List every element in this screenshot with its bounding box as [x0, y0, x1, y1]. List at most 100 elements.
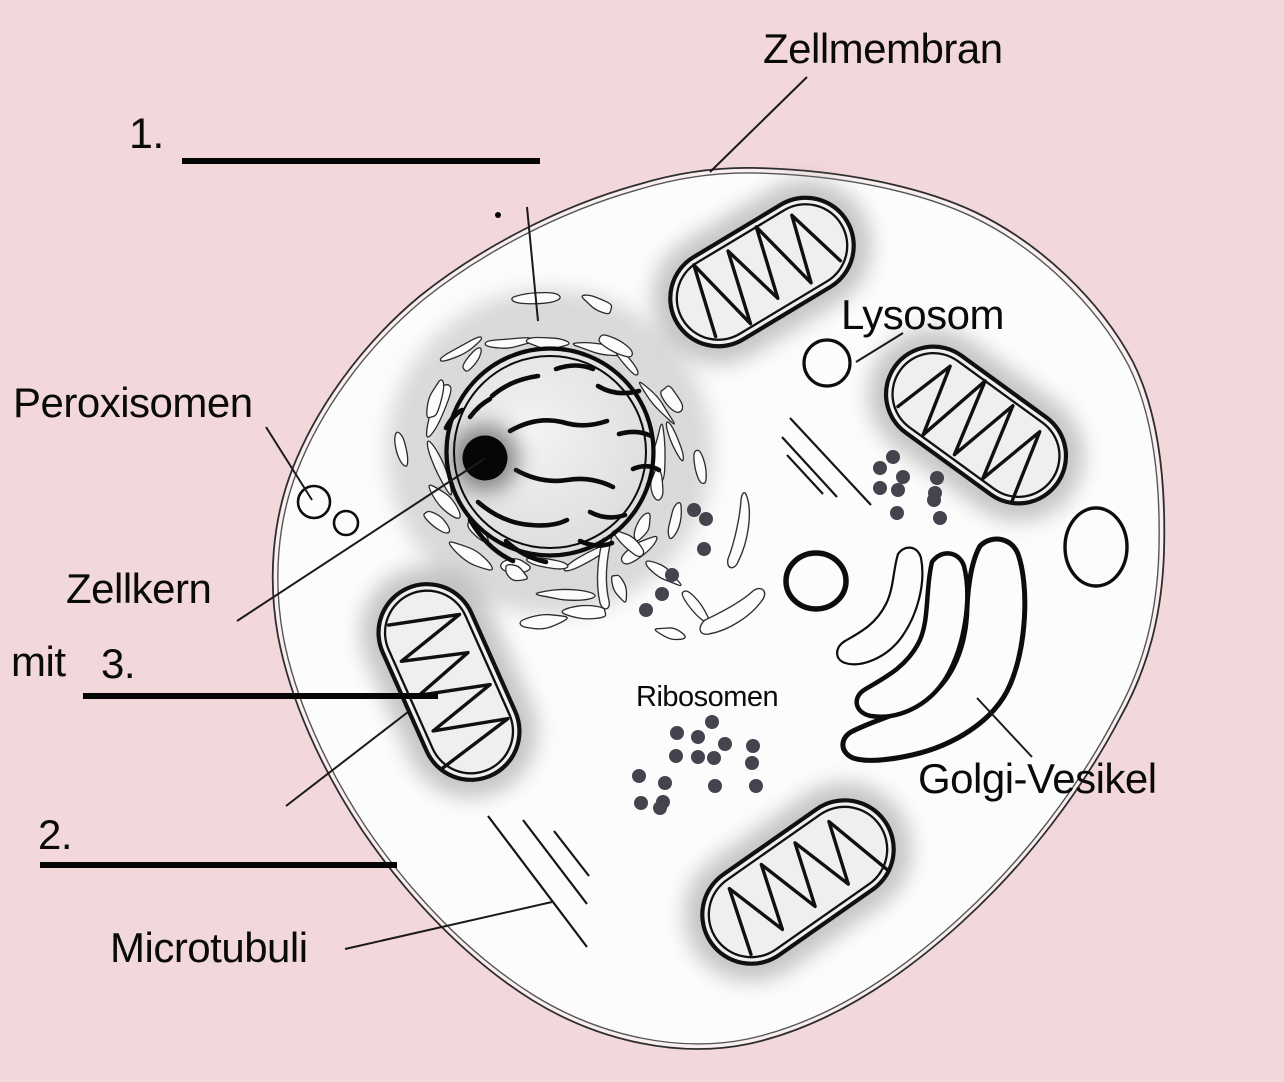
- er-cisterna: [505, 563, 528, 582]
- peroxisomen-leader: [265, 426, 313, 501]
- label-blank-1: 1.: [129, 110, 164, 158]
- er-cisterna: [448, 541, 493, 571]
- label-microtubuli: Microtubuli: [110, 924, 308, 971]
- chromatin-strand: [467, 396, 493, 420]
- ribosome-dot: [873, 481, 887, 495]
- er-cisterna: [535, 588, 596, 601]
- er-cisterna: [665, 421, 684, 462]
- microtubuli-leader: [344, 901, 553, 950]
- ribosome-dot: [687, 503, 701, 517]
- mitochondrion-outer-membrane: [700, 798, 896, 966]
- label-mit: mit: [11, 638, 66, 685]
- vesicle-circle: [1063, 506, 1129, 588]
- mitochondrion-outer-membrane: [376, 582, 522, 782]
- chromatin-strand: [513, 467, 616, 490]
- ribosome-dot: [718, 737, 732, 751]
- label-ribosomen: Ribosomen: [636, 681, 779, 713]
- lysosom-leader: [855, 332, 904, 363]
- membrane-sliver: [699, 587, 766, 635]
- ribosome-dot: [749, 779, 763, 793]
- nuclear-envelope-outer: [444, 346, 656, 558]
- ribosome-dot: [655, 587, 669, 601]
- ribosome-dot: [708, 779, 722, 793]
- ribosome-dot: [890, 506, 904, 520]
- ribosome-dot: [886, 450, 900, 464]
- ribosome-dot: [746, 739, 760, 753]
- ribosome-dot: [653, 801, 667, 815]
- er-cisterna: [610, 574, 628, 603]
- membrane-sliver: [726, 492, 751, 569]
- er-cisterna: [633, 512, 651, 542]
- microtubule-center: [789, 417, 872, 506]
- ribosome-dot: [691, 750, 705, 764]
- er-cisterna: [428, 484, 461, 519]
- nuclear-envelope-inner: [453, 355, 647, 549]
- microtubule-center: [786, 454, 824, 495]
- ribosome-dot: [930, 471, 944, 485]
- golgi-apparatus: [836, 536, 1028, 763]
- mitochondrion-inner-membrane: [383, 589, 515, 775]
- label-peroxisomen: Peroxisomen: [13, 379, 253, 426]
- er-cisterna: [581, 294, 613, 315]
- ribosome-dot: [634, 796, 648, 810]
- ribosome-dot: [933, 511, 947, 525]
- chromatin-strand: [630, 463, 662, 473]
- er-shadow: [387, 289, 713, 615]
- er-cisterna: [598, 334, 633, 358]
- lysosome-circle: [802, 338, 852, 388]
- er-cisterna: [439, 336, 483, 362]
- ribosome-dot: [707, 751, 721, 765]
- label-lysosom: Lysosom: [841, 291, 1005, 338]
- er-cisterna: [660, 385, 684, 413]
- ribosome-dot: [699, 512, 713, 526]
- mitochondrion-outer-membrane: [883, 344, 1069, 506]
- mitochondrion: [883, 344, 1069, 506]
- golgi-sac: [854, 551, 970, 719]
- microtubule-bottom: [553, 830, 590, 877]
- er-cisterna: [423, 510, 451, 534]
- er-cisterna: [638, 381, 675, 425]
- vesicle-circle: [783, 550, 849, 612]
- mitochondrion-inner-membrane: [891, 351, 1061, 499]
- nucleus: [443, 346, 662, 565]
- label-blank-3: 3.: [101, 640, 136, 687]
- label-golgi-vesikel: Golgi-Vesikel: [918, 755, 1157, 802]
- mitochondrion-inner-membrane: [675, 203, 849, 341]
- er-cisterna: [394, 431, 409, 467]
- er-cisterna: [561, 604, 607, 620]
- er-cisterna: [525, 336, 570, 350]
- er-cisterna: [693, 449, 707, 485]
- ribosome-dot: [632, 769, 646, 783]
- er-cisterna: [650, 468, 664, 501]
- label-zellmembran: Zellmembran: [763, 25, 1003, 72]
- ribosome-dot: [669, 749, 683, 763]
- microtubule-bottom: [522, 819, 588, 905]
- mitochondrion-cristae: [727, 819, 889, 957]
- chromatin-strand: [507, 418, 610, 434]
- ribosome-dot: [705, 715, 719, 729]
- nucleolus: [462, 435, 508, 481]
- chromatin-strand: [489, 373, 541, 399]
- er-cisterna: [654, 627, 686, 641]
- er-cisterna: [484, 337, 536, 349]
- microtubule-bottom: [487, 815, 588, 948]
- mitochondrion-outer-membrane: [668, 195, 856, 349]
- ribosome-dot: [891, 483, 905, 497]
- marker-dot: [495, 212, 501, 218]
- er-cisterna: [426, 379, 445, 419]
- golgi-leader: [976, 697, 1033, 758]
- mitochondrion: [700, 798, 896, 966]
- er-cisterna: [426, 440, 453, 496]
- er-cisterna: [667, 502, 682, 540]
- mitochondrion-cristae: [896, 364, 1042, 504]
- mitochondrion: [668, 195, 856, 349]
- ribosome-dot: [873, 461, 887, 475]
- microtubule-center: [781, 436, 838, 498]
- label-zellkern: Zellkern: [66, 565, 212, 612]
- blank1-leader: [526, 206, 539, 322]
- zellkern-leader: [236, 458, 485, 622]
- ribosome-dot: [639, 603, 653, 617]
- peroxisome-circle: [296, 484, 332, 520]
